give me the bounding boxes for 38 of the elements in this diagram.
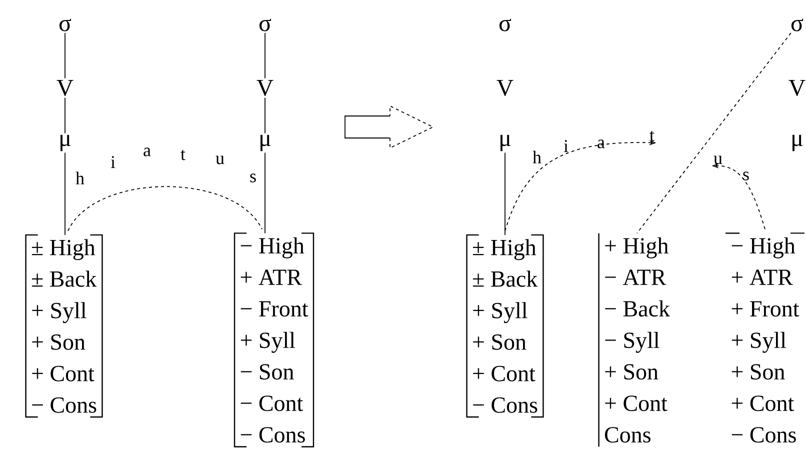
tree-node-symbol: σ <box>791 18 804 32</box>
delinking-line <box>636 32 792 234</box>
tree-node-symbol: σ <box>59 18 72 32</box>
tree-node-symbol: μ <box>260 134 270 152</box>
association-line <box>64 32 66 79</box>
tree-node-symbol: μ <box>60 134 70 152</box>
association-line <box>264 97 266 134</box>
feature-matrix: + High − ATR − Back − Syll + Son + Cont Cons <box>598 233 670 447</box>
association-line <box>504 152 506 236</box>
association-line <box>64 152 66 236</box>
tree-node-symbol: V <box>788 80 806 96</box>
feature-matrix: ± High ± Back + Syll + Son + Cont − Cons <box>466 234 544 418</box>
feature-matrix: − High + ATR + Front + Syll + Son + Cont − Cons <box>726 232 804 443</box>
segment-letter: u <box>216 156 224 164</box>
segment-letter: a <box>144 148 151 156</box>
tree-node-symbol: V <box>496 80 514 96</box>
arc-line <box>68 186 262 232</box>
segment-letter: s <box>743 172 749 180</box>
segment-letter: a <box>598 140 605 148</box>
tree-node-symbol: V <box>56 80 74 96</box>
segment-letter: i <box>564 140 568 152</box>
feature-matrix: ± High ± Back + Syll + Son + Cont − Cons <box>25 234 103 418</box>
association-line <box>264 152 266 234</box>
feature-matrix: − High + ATR − Front + Syll − Son − Cont − Cons <box>234 232 314 448</box>
association-line <box>64 97 66 134</box>
segment-letter: u <box>714 156 722 164</box>
tree-node-symbol: μ <box>500 134 510 152</box>
tree-node-symbol: σ <box>259 18 272 32</box>
association-line <box>264 32 266 79</box>
segment-letter: h <box>76 172 84 184</box>
segment-letter: s <box>250 174 256 182</box>
tree-node-symbol: V <box>256 80 274 96</box>
tree-node-symbol: μ <box>792 134 802 152</box>
segment-letter: t <box>650 130 654 142</box>
segment-letter: t <box>180 150 186 160</box>
segment-letter: h <box>532 150 542 164</box>
tree-node-symbol: σ <box>499 18 512 32</box>
segment-letter: i <box>110 156 116 168</box>
